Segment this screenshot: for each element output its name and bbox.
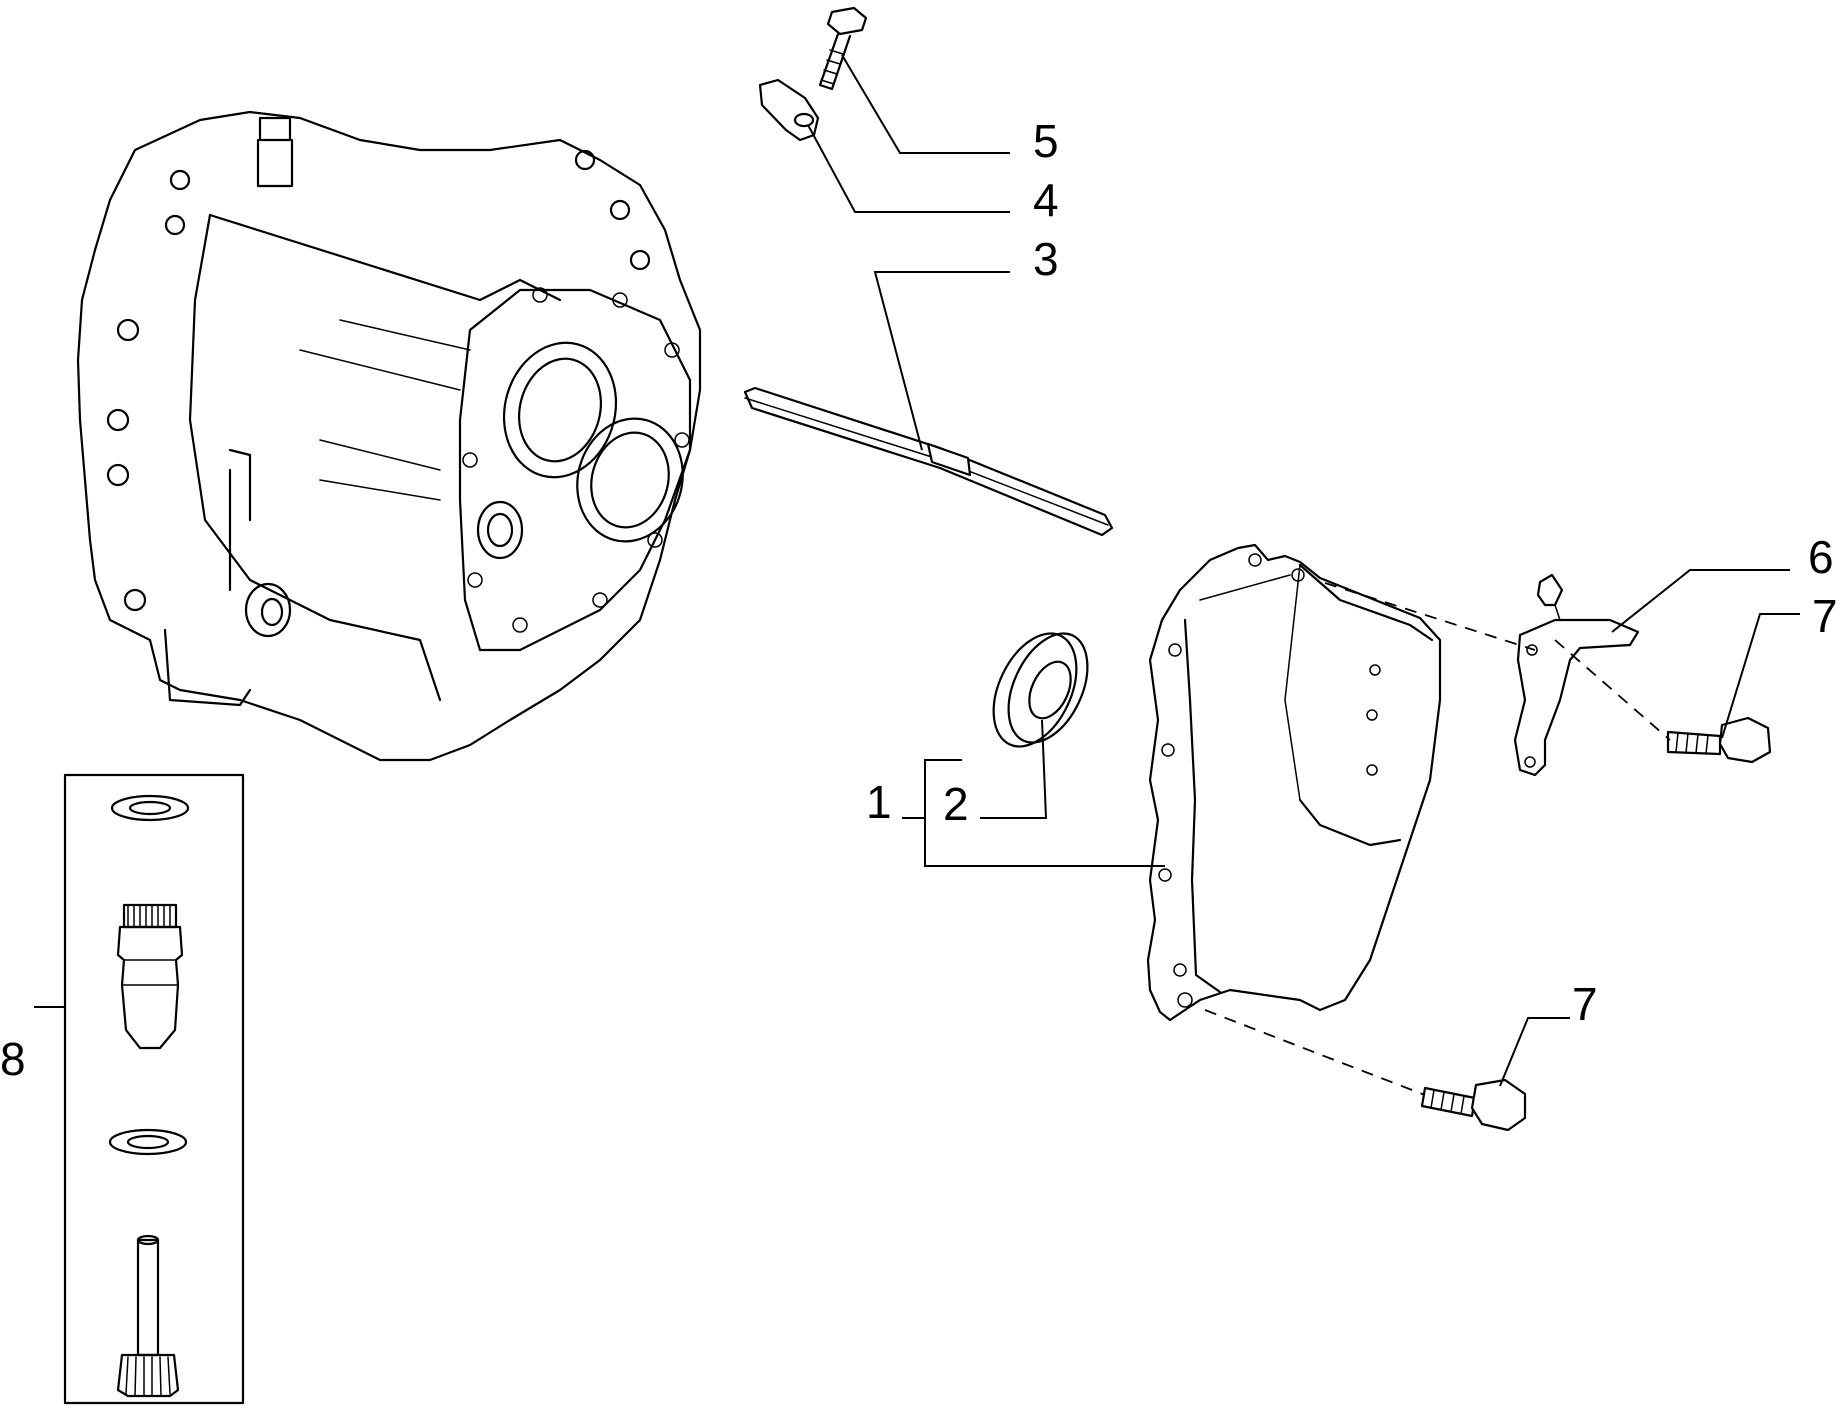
gearbox-housing bbox=[76, 110, 702, 762]
callout-6: 6 bbox=[1808, 531, 1834, 583]
bolt-right bbox=[1666, 716, 1772, 764]
callout-3: 3 bbox=[1033, 233, 1059, 285]
gasket-strip bbox=[743, 386, 1114, 537]
bolt-bottom bbox=[1420, 1078, 1527, 1132]
oil-seal bbox=[992, 632, 1089, 748]
callout-2: 2 bbox=[943, 778, 969, 830]
callout-8: 8 bbox=[0, 1033, 26, 1085]
callout-4: 4 bbox=[1033, 174, 1059, 226]
lever bbox=[1513, 573, 1640, 777]
speedometer-drive-kit bbox=[63, 773, 245, 1405]
alignment-lines bbox=[1204, 582, 1671, 1096]
bracket bbox=[758, 78, 820, 142]
callout-7-bottom: 7 bbox=[1572, 978, 1598, 1030]
callout-numbers: 5 4 3 6 7 7 1 2 8 bbox=[0, 115, 1838, 1085]
callout-5: 5 bbox=[1033, 115, 1059, 167]
callout-7-right: 7 bbox=[1812, 590, 1838, 642]
callout-1: 1 bbox=[866, 776, 892, 828]
bolt-top bbox=[818, 6, 868, 91]
rear-cover bbox=[1146, 543, 1442, 1022]
leader-lines bbox=[34, 54, 1800, 1087]
